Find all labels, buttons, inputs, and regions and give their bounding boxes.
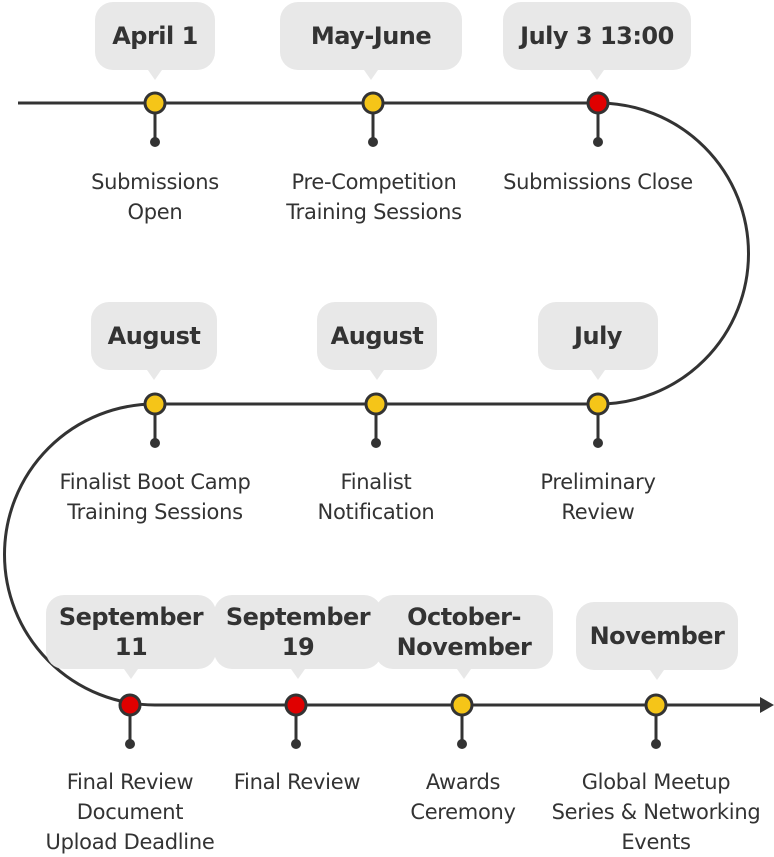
event-dot bbox=[644, 693, 668, 717]
event-stem-end bbox=[368, 137, 378, 147]
event-dot-highlight bbox=[118, 693, 142, 717]
date-bubble: September 11 bbox=[46, 595, 216, 679]
event-dot bbox=[586, 392, 610, 416]
event-label: Submissions Close bbox=[503, 170, 693, 194]
event-dot bbox=[364, 392, 388, 416]
event-stem-end bbox=[457, 739, 467, 749]
date-bubble: July 3 13:00 bbox=[503, 2, 691, 80]
date-bubble: October- November bbox=[375, 595, 553, 679]
timeline-arrowhead bbox=[760, 697, 774, 713]
event-label: Submissions Open bbox=[91, 170, 219, 224]
timeline-marks bbox=[118, 91, 668, 749]
date-text: September 11 bbox=[58, 603, 204, 661]
event-label: Awards Ceremony bbox=[410, 770, 516, 824]
date-text: September 19 bbox=[225, 603, 371, 661]
date-bubble: September 19 bbox=[214, 595, 382, 679]
event-stem-end bbox=[371, 438, 381, 448]
event-dot-highlight bbox=[586, 91, 610, 115]
date-text: October- November bbox=[396, 603, 532, 661]
event-dot bbox=[361, 91, 385, 115]
date-text: August bbox=[330, 322, 424, 350]
date-bubble: August bbox=[91, 302, 217, 380]
date-bubble: November bbox=[576, 602, 738, 680]
event-label: Finalist Boot Camp Training Sessions bbox=[59, 470, 251, 524]
date-bubble: April 1 bbox=[95, 2, 215, 80]
event-stem-end bbox=[150, 137, 160, 147]
date-text: May-June bbox=[310, 22, 432, 50]
event-label: Preliminary Review bbox=[540, 470, 656, 524]
date-text: July 3 13:00 bbox=[520, 22, 674, 50]
event-stem-end bbox=[593, 137, 603, 147]
event-label: Final Review bbox=[233, 770, 361, 794]
event-stem-end bbox=[651, 739, 661, 749]
event-dot bbox=[143, 91, 167, 115]
event-dot bbox=[143, 392, 167, 416]
event-label: Pre-Competition Training Sessions bbox=[286, 170, 462, 224]
date-text: April 1 bbox=[112, 22, 198, 50]
date-text: July bbox=[574, 322, 622, 350]
date-bubble: August bbox=[317, 302, 437, 380]
event-dot bbox=[450, 693, 474, 717]
event-stem-end bbox=[291, 739, 301, 749]
event-stem-end bbox=[150, 438, 160, 448]
date-bubble: July bbox=[538, 302, 658, 380]
event-label: Final Review Document Upload Deadline bbox=[45, 770, 215, 854]
event-stem-end bbox=[593, 438, 603, 448]
date-bubble: May-June bbox=[280, 2, 462, 80]
date-text: November bbox=[589, 622, 725, 650]
event-label: Global Meetup Series & Networking Events bbox=[551, 770, 761, 854]
date-text: August bbox=[107, 322, 201, 350]
event-stem-end bbox=[125, 739, 135, 749]
event-dot-highlight bbox=[284, 693, 308, 717]
event-label: Finalist Notification bbox=[317, 470, 435, 524]
